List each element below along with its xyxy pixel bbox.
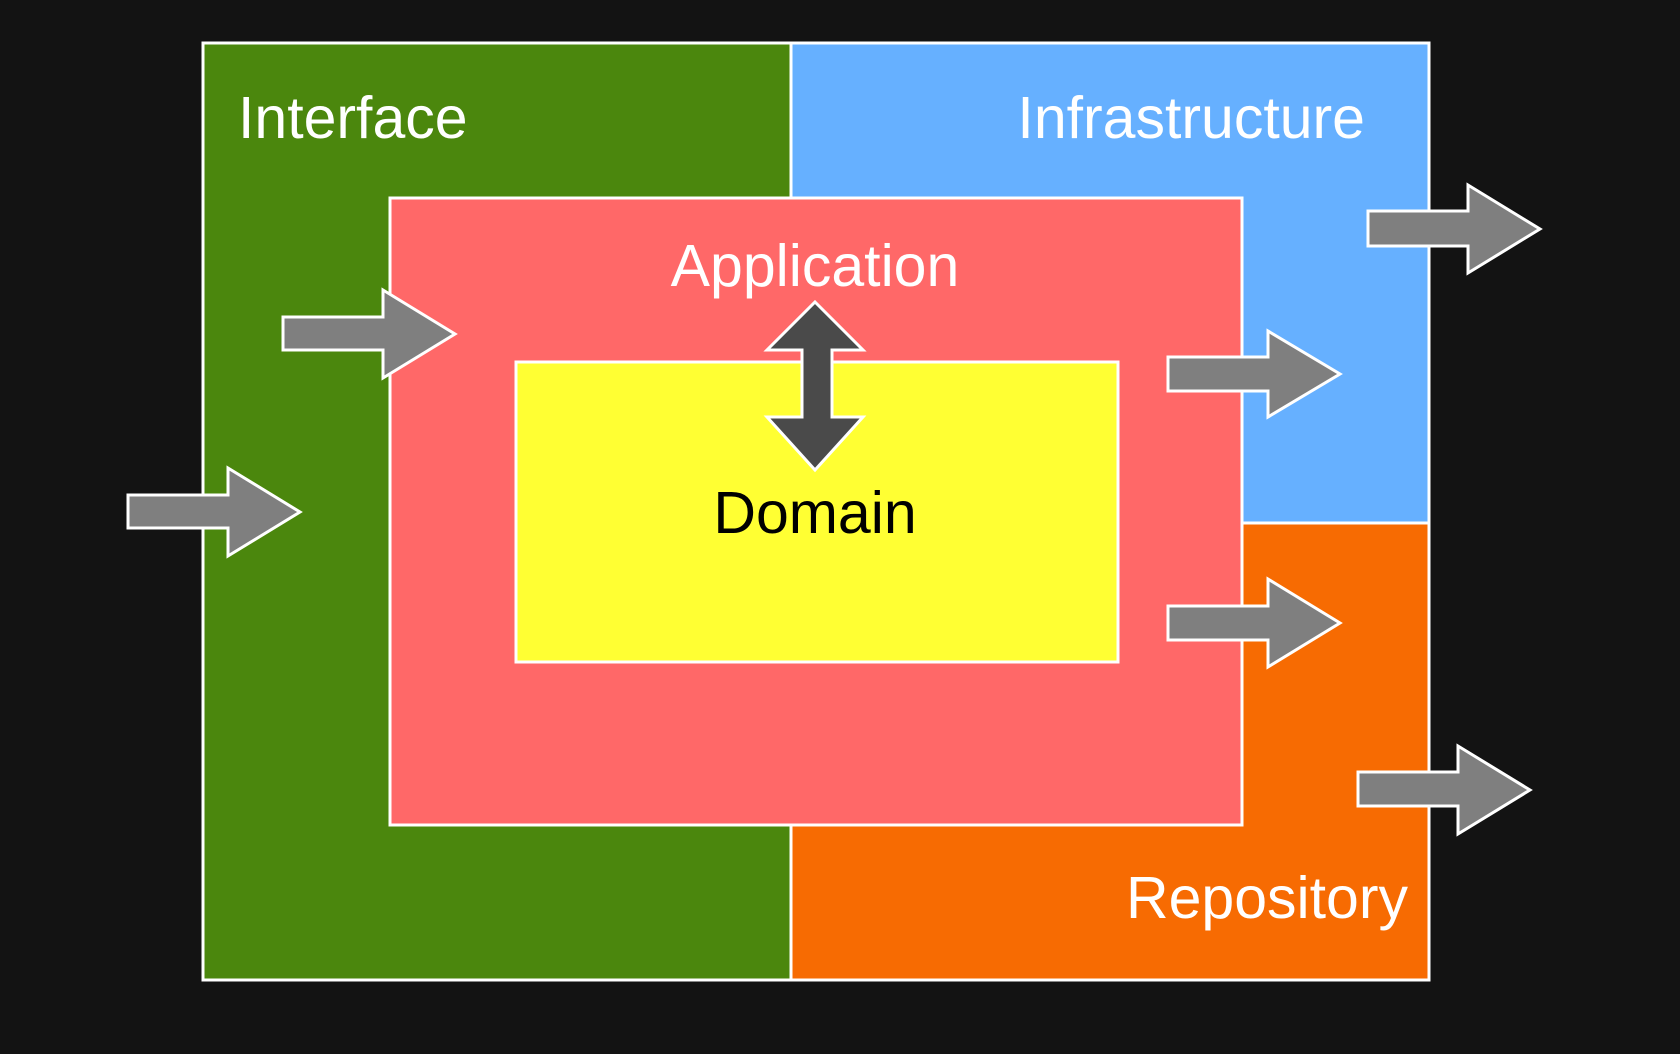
infrastructure-to-external-arrow bbox=[1366, 182, 1543, 276]
application-label: Application bbox=[671, 233, 960, 299]
infrastructure-label: Infrastructure bbox=[1017, 85, 1365, 151]
application-to-infrastructure-arrow bbox=[1166, 328, 1343, 420]
interface-label: Interface bbox=[238, 85, 468, 151]
external-to-interface-arrow bbox=[126, 465, 303, 559]
domain-label: Domain bbox=[713, 480, 916, 546]
interface-to-application-arrow bbox=[281, 287, 458, 381]
repository-to-external-arrow bbox=[1356, 743, 1533, 837]
repository-label: Repository bbox=[1126, 865, 1409, 931]
application-to-repository-arrow bbox=[1166, 576, 1343, 670]
application-domain-arrow bbox=[763, 299, 867, 473]
